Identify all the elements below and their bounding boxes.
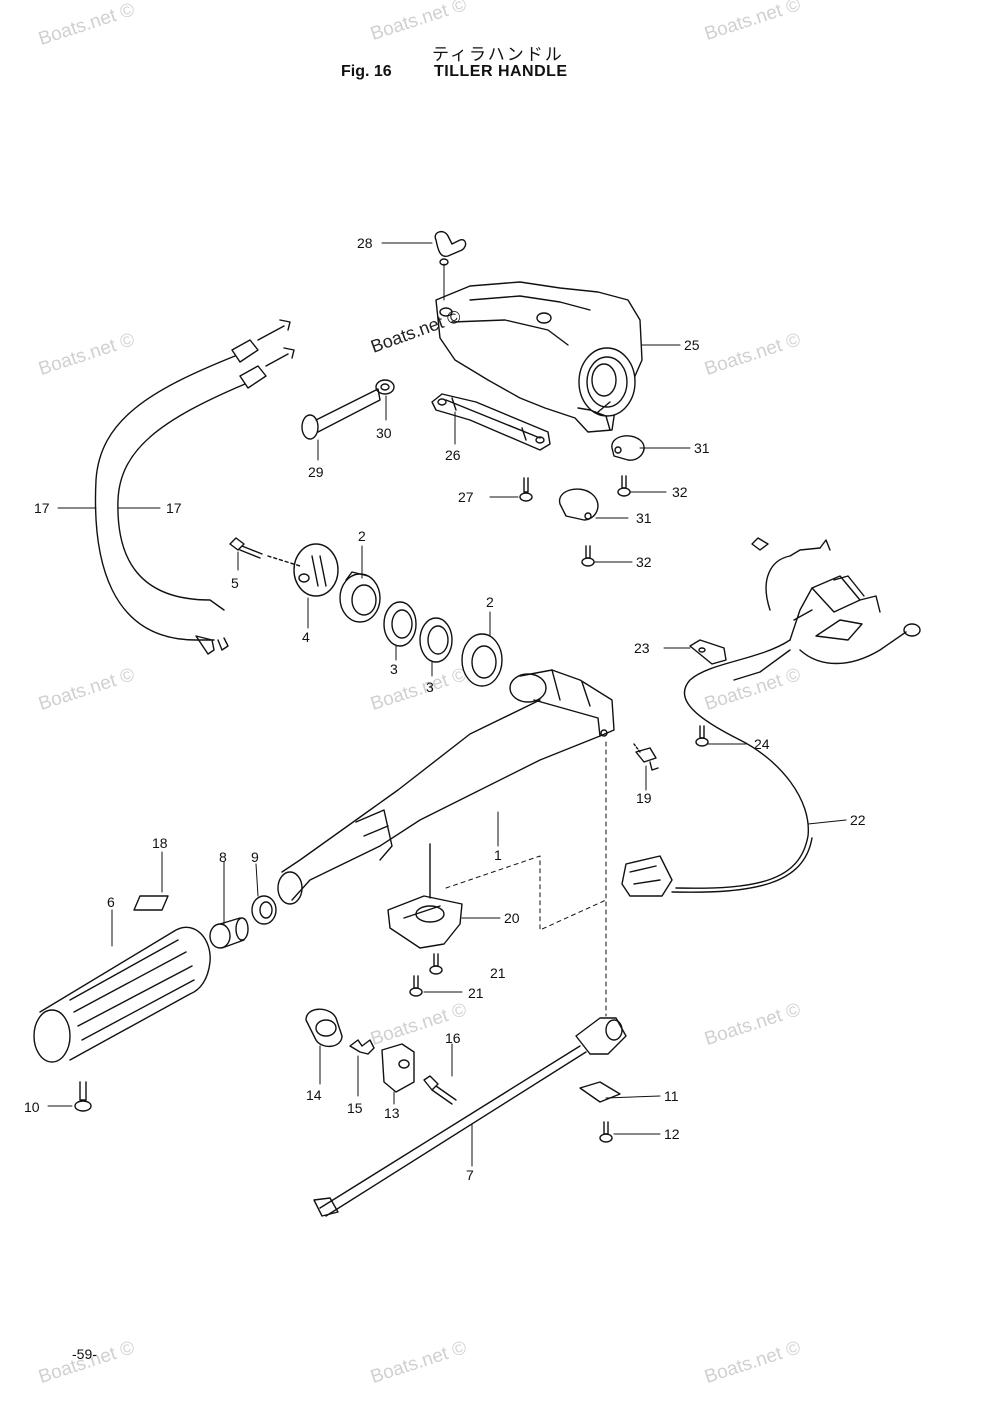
- callout-2: 2: [358, 528, 366, 544]
- screw-part: [409, 975, 423, 997]
- callout-13: 13: [384, 1105, 400, 1121]
- screw-part: [617, 475, 631, 497]
- screw-part: [74, 1081, 92, 1112]
- callout-6: 6: [107, 894, 115, 910]
- tiller-bracket-part: [435, 281, 643, 433]
- callout-23: 23: [634, 640, 650, 656]
- callout-31: 31: [636, 510, 652, 526]
- callout-29: 29: [308, 464, 324, 480]
- callout-1: 1: [494, 847, 502, 863]
- callout-7: 7: [466, 1167, 474, 1183]
- callout-32: 32: [672, 484, 688, 500]
- stop-switch-part: [635, 747, 659, 771]
- bracket-plate-part: [431, 393, 551, 451]
- callout-14: 14: [306, 1087, 322, 1103]
- washer-part: [375, 379, 395, 395]
- callout-5: 5: [231, 575, 239, 591]
- wire-harness-part: [671, 537, 921, 893]
- callout-30: 30: [376, 425, 392, 441]
- diagram-title: TILLER HANDLE: [434, 63, 568, 80]
- washer-part: [419, 617, 453, 663]
- screw-part: [695, 725, 709, 747]
- switch-bracket-part: [387, 895, 463, 949]
- friction-piece-part: [461, 633, 503, 687]
- callout-32: 32: [636, 554, 652, 570]
- bushing-part: [251, 895, 277, 925]
- callout-11: 11: [664, 1088, 679, 1104]
- clamp-part: [559, 488, 599, 521]
- friction-plate-part: [293, 543, 339, 597]
- callout-12: 12: [664, 1126, 680, 1142]
- throttle-cable-part: [94, 319, 295, 655]
- lock-block-part: [381, 1043, 415, 1093]
- page-number: -59-: [72, 1346, 97, 1362]
- callout-19: 19: [636, 790, 652, 806]
- callout-20: 20: [504, 910, 520, 926]
- callout-21: 21: [490, 965, 506, 981]
- callout-4: 4: [302, 629, 310, 645]
- throttle-shaft-part: [209, 917, 249, 949]
- cord-clip-part: [689, 639, 727, 665]
- callout-9: 9: [251, 849, 259, 865]
- callout-3: 3: [426, 679, 434, 695]
- bolt-part: [229, 537, 263, 559]
- screw-part: [519, 477, 533, 502]
- knob-part: [305, 1008, 343, 1047]
- callout-28: 28: [357, 235, 373, 251]
- washer-part: [383, 601, 417, 647]
- callout-17: 17: [166, 500, 182, 516]
- connector-part: [621, 855, 673, 897]
- callout-25: 25: [684, 337, 700, 353]
- callout-16: 16: [445, 1030, 461, 1046]
- link-plate-part: [579, 1081, 621, 1103]
- callout-3: 3: [390, 661, 398, 677]
- callout-21: 21: [468, 985, 484, 1001]
- clip-part: [434, 230, 467, 266]
- callout-22: 22: [850, 812, 866, 828]
- decal-part: [133, 895, 169, 911]
- throttle-grip-part: [33, 926, 211, 1063]
- callout-18: 18: [152, 835, 168, 851]
- callout-10: 10: [24, 1099, 40, 1115]
- callout-27: 27: [458, 489, 474, 505]
- callout-15: 15: [347, 1100, 363, 1116]
- friction-piece-part: [339, 571, 381, 623]
- screw-part: [429, 953, 443, 975]
- clamp-part: [611, 435, 645, 461]
- callout-labels: 28 25 30 29 26 27 31 32 31 32 17 17 2 5 …: [24, 235, 866, 1183]
- tiller-handle-part: [277, 669, 615, 905]
- callout-26: 26: [445, 447, 461, 463]
- bolt-part: [423, 1075, 457, 1105]
- figure-number: Fig. 16: [341, 63, 392, 80]
- japanese-title: ティラハンドル: [432, 45, 564, 65]
- screw-part: [599, 1121, 613, 1143]
- callout-17: 17: [34, 500, 50, 516]
- callout-24: 24: [754, 736, 770, 752]
- spring-part: [349, 1039, 375, 1055]
- callout-31: 31: [694, 440, 710, 456]
- leader-lines: [47, 242, 847, 1167]
- callout-8: 8: [219, 849, 227, 865]
- screw-part: [581, 545, 595, 567]
- bolt-part: [301, 388, 381, 440]
- callout-2: 2: [486, 594, 494, 610]
- throttle-rod-part: [313, 1017, 627, 1217]
